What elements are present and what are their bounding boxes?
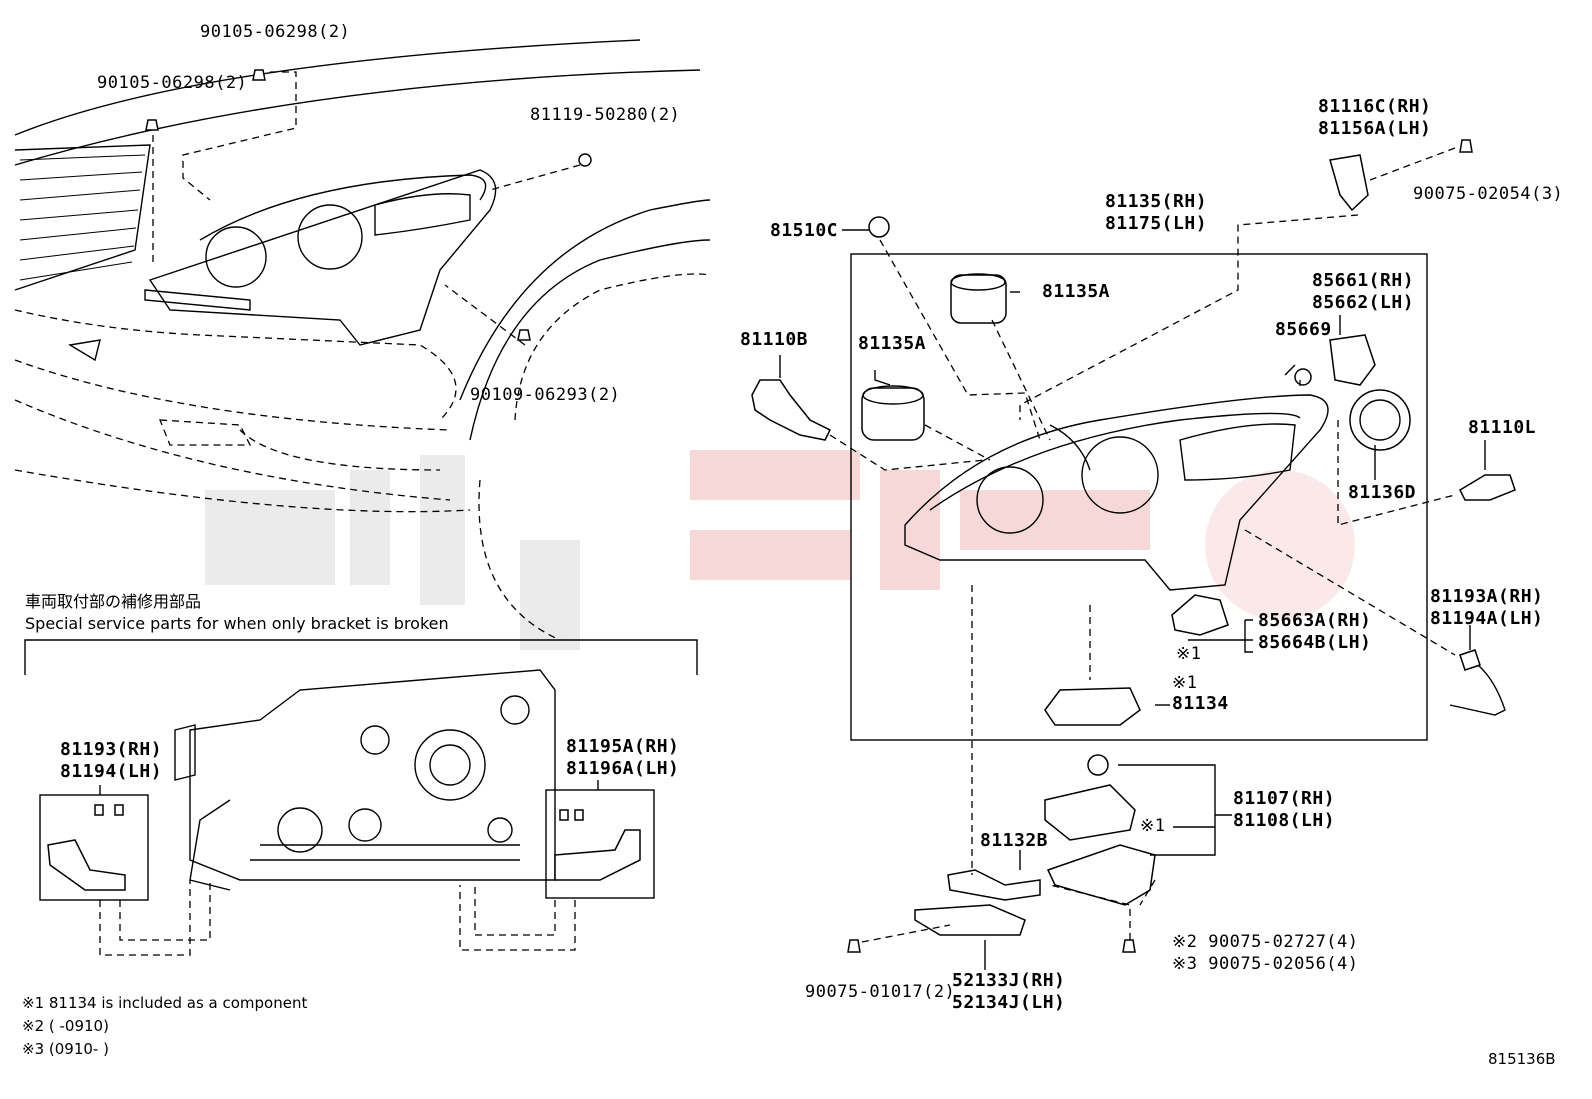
label-81175-lh[interactable]: 81175(LH)	[1105, 213, 1208, 234]
label-81135-rh[interactable]: 81135(RH)	[1105, 191, 1208, 212]
footnote-3: ※3 (0910- )	[22, 1040, 109, 1058]
label-81107[interactable]: 81107(RH)	[1233, 788, 1336, 809]
label-90075-02054[interactable]: 90075-02054(3)	[1413, 184, 1564, 204]
label-52134j[interactable]: 52134J(LH)	[952, 992, 1066, 1013]
special-section-title-jp: 車両取付部の補修用部品	[25, 592, 202, 611]
watermark-logo	[205, 450, 1355, 650]
label-81196a[interactable]: 81196A(LH)	[566, 758, 680, 779]
label-90075-02056[interactable]: ※3 90075-02056(4)	[1172, 954, 1359, 974]
label-85664b[interactable]: 85664B(LH)	[1258, 632, 1372, 653]
label-52133j[interactable]: 52133J(RH)	[952, 970, 1066, 991]
label-81194[interactable]: 81194(LH)	[60, 761, 163, 782]
label-85661[interactable]: 85661(RH)	[1312, 270, 1415, 291]
label-90075-02727[interactable]: ※2 90075-02727(4)	[1172, 932, 1359, 952]
label-85662[interactable]: 85662(LH)	[1312, 292, 1415, 313]
label-81134[interactable]: 81134	[1172, 693, 1229, 714]
ref-note-81134: ※1	[1172, 673, 1198, 693]
diagram-id: 815136B	[1488, 1050, 1556, 1068]
label-81510c[interactable]: 81510C	[770, 220, 839, 241]
label-85669[interactable]: 85669	[1275, 319, 1332, 340]
label-81136d[interactable]: 81136D	[1348, 482, 1417, 503]
label-81119-50280[interactable]: 81119-50280(2)	[530, 105, 681, 125]
label-81193[interactable]: 81193(RH)	[60, 739, 163, 760]
label-81110b[interactable]: 81110B	[740, 329, 809, 350]
special-section-title-en: Special service parts for when only brac…	[25, 614, 449, 633]
label-90075-01017[interactable]: 90075-01017(2)	[805, 982, 956, 1002]
label-81135a-top[interactable]: 81135A	[1042, 281, 1111, 302]
label-81194a[interactable]: 81194A(LH)	[1430, 608, 1544, 629]
label-81132b[interactable]: 81132B	[980, 830, 1049, 851]
label-81195a[interactable]: 81195A(RH)	[566, 736, 680, 757]
footnote-2: ※2 ( -0910)	[22, 1017, 109, 1035]
label-81156a[interactable]: 81156A(LH)	[1318, 118, 1432, 139]
label-90105-06298-top[interactable]: 90105-06298(2)	[200, 22, 351, 42]
footnote-1: ※1 81134 is included as a component	[22, 994, 308, 1012]
label-81108[interactable]: 81108(LH)	[1233, 810, 1336, 831]
ref-note-81107: ※1	[1140, 816, 1166, 836]
special-parts-bracket-area	[24, 639, 698, 956]
right-leader-lines	[779, 147, 1486, 970]
label-90105-06298-left[interactable]: 90105-06298(2)	[97, 73, 248, 93]
label-81135a-left[interactable]: 81135A	[858, 333, 927, 354]
label-90109-06293[interactable]: 90109-06293(2)	[470, 385, 621, 405]
ref-note-85663: ※1	[1176, 644, 1202, 664]
label-85663a[interactable]: 85663A(RH)	[1258, 610, 1372, 631]
label-81110l[interactable]: 81110L	[1468, 417, 1537, 438]
top-left-fasteners	[145, 69, 592, 346]
label-81193a[interactable]: 81193A(RH)	[1430, 586, 1544, 607]
headlamp-exploded-view	[751, 139, 1516, 953]
label-81116c[interactable]: 81116C(RH)	[1318, 96, 1432, 117]
